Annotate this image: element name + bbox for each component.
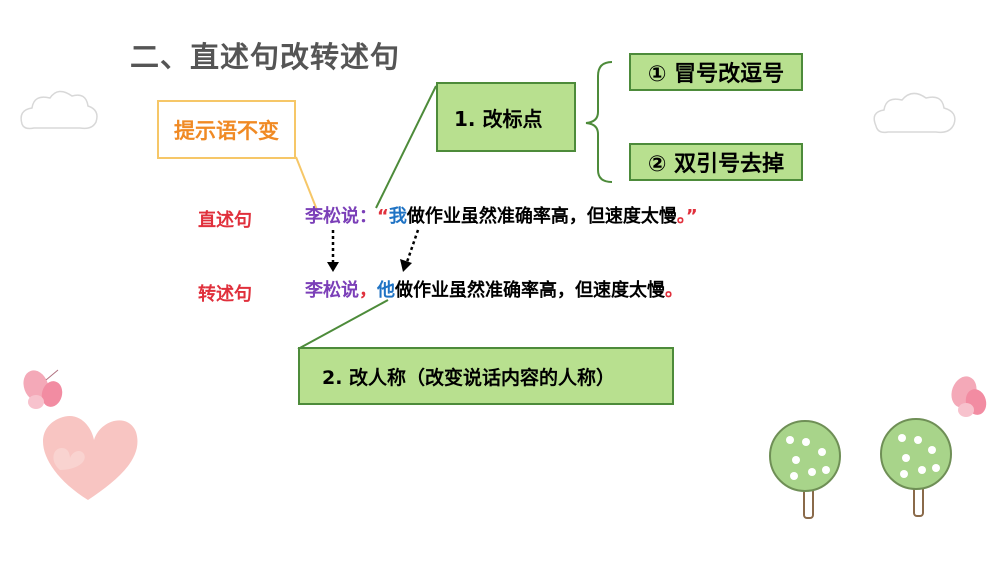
cloud-right-icon: [873, 92, 956, 134]
indirect-speaker: 李松说: [305, 280, 359, 301]
step2-connector-line: [297, 299, 389, 350]
step1-connector-line: [375, 85, 437, 209]
indirect-sentence: 李松说，他做作业虽然准确率高，但速度太慢。: [305, 280, 755, 302]
indirect-label: 转述句: [198, 284, 252, 305]
direct-pronoun: 我: [388, 206, 407, 227]
tree-right-icon: [880, 418, 952, 517]
sub-step-2-box: ② 双引号去掉: [629, 143, 803, 181]
butterfly-right-icon: [951, 376, 987, 417]
step1-label: 1. 改标点: [454, 106, 543, 131]
hint-box: 提示语不变: [157, 100, 296, 159]
sub-step-1-box: ① 冒号改逗号: [629, 53, 803, 91]
cloud-left-icon: [20, 90, 98, 130]
pronoun-arrow-line: [405, 229, 420, 263]
heart-icon: [43, 416, 138, 500]
direct-close-quote: ”: [685, 206, 698, 227]
direct-speaker: 李松说: [305, 206, 359, 227]
page-title: 二、直述句改转述句: [130, 40, 401, 74]
direct-sentence: 李松说：“我做作业虽然准确率高，但速度太慢。”: [305, 206, 735, 228]
step1-box: 1. 改标点: [436, 82, 576, 152]
direct-label: 直述句: [198, 210, 252, 231]
sub-step-1-label: ① 冒号改逗号: [647, 62, 785, 87]
indirect-end-punct: 。: [665, 280, 683, 301]
brace-icon: [585, 61, 613, 183]
indirect-pronoun: 他: [377, 280, 395, 301]
step2-box: 2. 改人称（改变说话内容的人称）: [298, 347, 674, 405]
sub-step-2-label: ② 双引号去掉: [647, 152, 785, 177]
indirect-comma: ，: [359, 280, 377, 301]
direct-content: 做作业虽然准确率高，但速度太慢: [406, 206, 677, 227]
pronoun-arrow-head-icon: [400, 259, 412, 272]
hint-connector-line: [295, 156, 318, 211]
direct-colon: ：: [359, 206, 377, 227]
punct-arrow-head-icon: [327, 262, 339, 272]
hint-label: 提示语不变: [174, 118, 279, 143]
butterfly-left-icon: [23, 369, 63, 409]
tree-left-icon: [769, 420, 841, 519]
direct-open-quote: “: [377, 206, 389, 227]
step2-label: 2. 改人称（改变说话内容的人称）: [322, 367, 616, 389]
indirect-content: 做作业虽然准确率高，但速度太慢: [395, 280, 665, 301]
direct-end-punct: 。: [676, 206, 686, 227]
